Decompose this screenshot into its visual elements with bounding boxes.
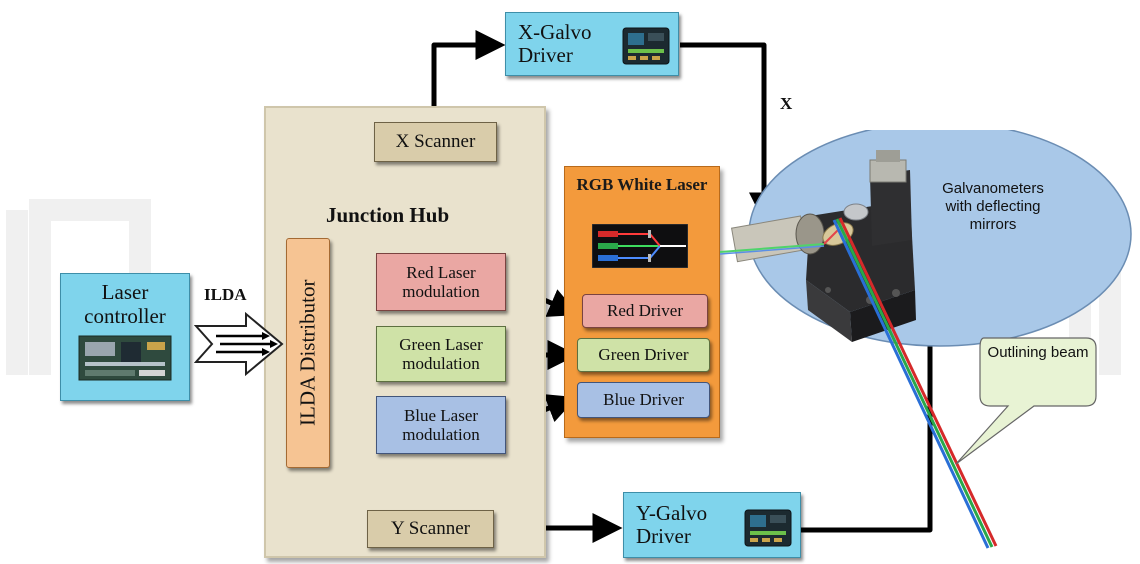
y-scanner-box: Y Scanner [367,510,494,548]
green-driver-box: Green Driver [577,338,710,372]
circuit-board-icon [622,27,670,65]
arrow-to-x-galvo [431,30,506,122]
rgb-laser-icon [592,224,688,268]
blue-driver-box: Blue Driver [577,382,710,418]
rgb-white-laser-title: RGB White Laser [576,175,708,194]
outlining-beams [832,217,998,549]
y-galvo-driver-box: Y-Galvo Driver [623,492,801,558]
junction-hub-title: Junction Hub [326,203,450,227]
outlining-beam-label: Outlining beam [987,344,1089,361]
y-galvo-driver-label: Y-Galvo Driver [636,500,708,548]
x-galvo-driver-box: X-Galvo Driver [505,12,679,76]
arrow-x-to-galvo [680,42,779,223]
ilda-label: ILDA [204,285,247,304]
blue-laser-modulation-box: Blue Laser modulation [376,396,506,454]
red-laser-modulation-box: Red Laser modulation [376,253,506,311]
laser-controller-label: Laser controller [84,280,166,329]
x-axis-label: X [780,94,793,113]
red-driver-box: Red Driver [582,294,708,328]
green-laser-modulation-box: Green Laser modulation [376,326,506,382]
x-galvo-driver-label: X-Galvo Driver [518,19,592,67]
circuit-board-icon [744,509,792,547]
ilda-distributor: ILDA Distributor [286,238,330,468]
x-scanner-box: X Scanner [374,122,497,162]
controller-board-icon [78,335,172,381]
laser-controller-box: Laser controller [60,273,190,401]
ilda-distributor-label: ILDA Distributor [295,279,320,427]
ilda-signal-arrow [194,312,284,376]
galvanometer-assembly [720,130,1132,347]
outlining-beam-callout [955,337,1097,465]
galvanometer-label: Galvanometers with deflecting mirrors [942,180,1044,233]
